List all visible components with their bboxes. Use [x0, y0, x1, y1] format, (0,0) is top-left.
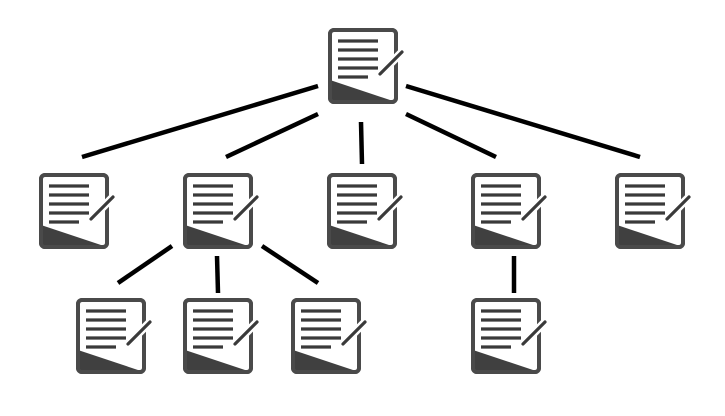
document-icon-child-2 [185, 175, 257, 247]
edge-child-2-child-2-1 [116, 244, 174, 285]
edge-root-child-3 [358, 121, 365, 165]
document-icon-root [330, 30, 402, 102]
document-icon-child-4-1 [473, 300, 545, 372]
edge-child-2-child-2-2 [214, 255, 221, 294]
document-icon-child-1 [41, 175, 113, 247]
document-icon-child-3 [329, 175, 401, 247]
document-icon-child-2-1 [78, 300, 150, 372]
edge-root-child-1 [81, 83, 319, 160]
edge-root-child-2 [225, 111, 319, 160]
edge-root-child-4 [405, 111, 497, 160]
document-icon-child-2-2 [185, 300, 257, 372]
edge-root-child-5 [405, 83, 641, 160]
edge-child-2-child-2-3 [260, 244, 320, 285]
document-icon-child-4 [473, 175, 545, 247]
document-icon-child-5 [617, 175, 689, 247]
document-icon-child-2-3 [293, 300, 365, 372]
